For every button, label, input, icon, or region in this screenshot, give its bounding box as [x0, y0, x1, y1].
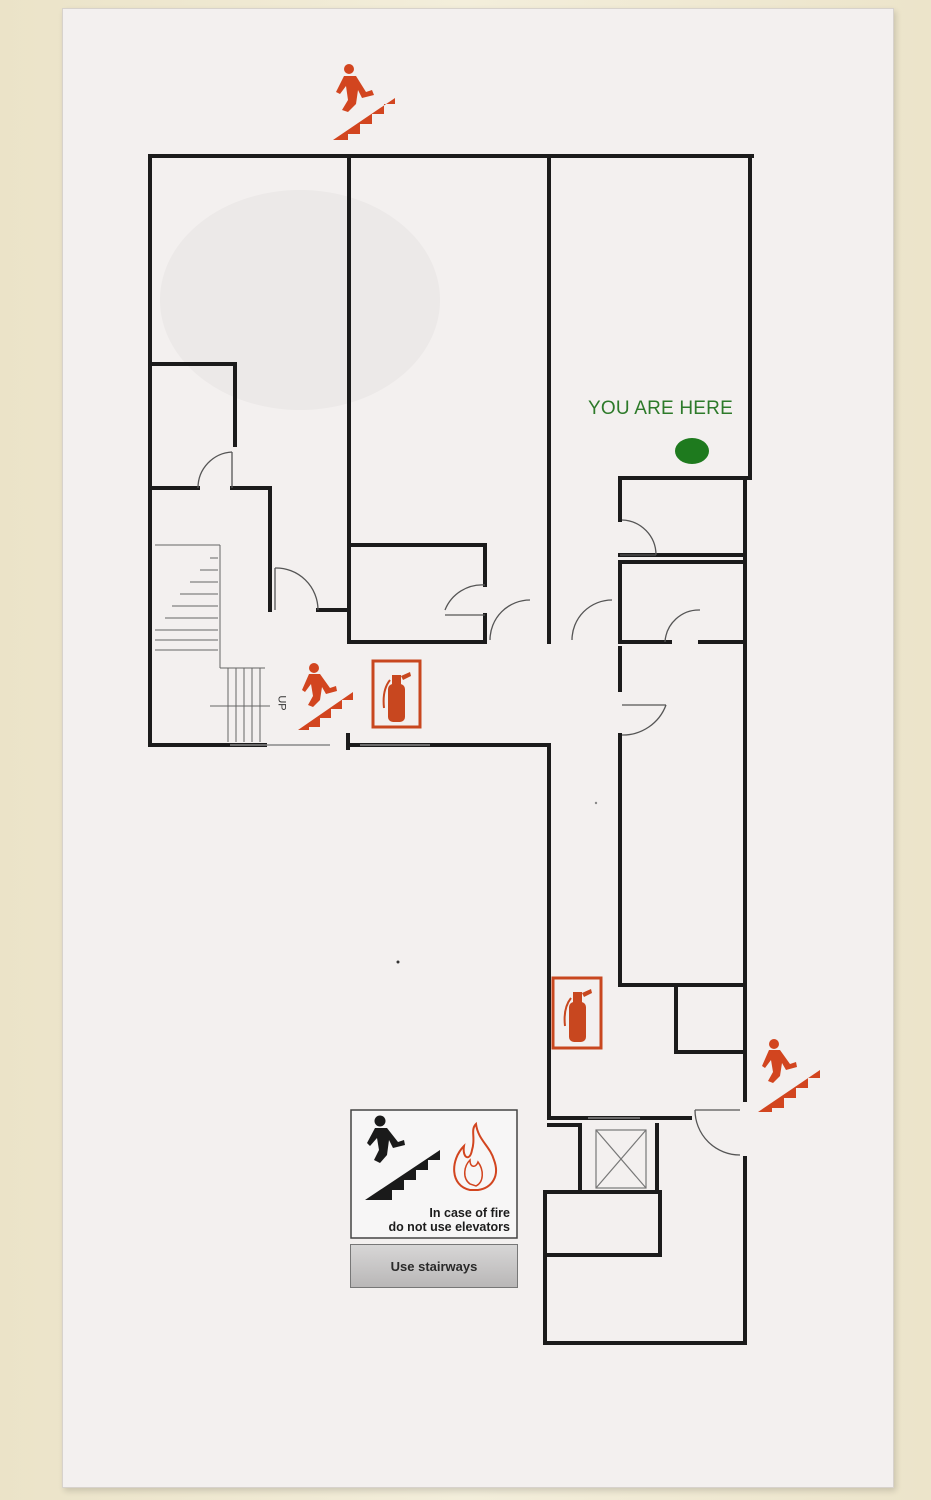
walls [148, 154, 754, 1345]
emergency-exit-icon [333, 64, 395, 140]
fire-extinguisher-icon [551, 976, 603, 1050]
door-swings [197, 451, 741, 1156]
fire-warning-sign [350, 1109, 518, 1239]
emergency-exit-icon [298, 663, 353, 730]
fire-warning-text: In case of fire do not use elevators [352, 1206, 510, 1234]
elevator [595, 1129, 647, 1189]
staircase [155, 544, 270, 742]
you-are-here-label: YOU ARE HERE [588, 398, 733, 419]
windows [230, 744, 640, 1119]
emergency-exit-icon [758, 1039, 820, 1112]
stair-up-label: UP [275, 695, 288, 711]
fire-extinguisher-icon [371, 659, 422, 729]
fire-flame-icon [453, 1121, 497, 1191]
warning-line-1: In case of fire [429, 1206, 510, 1220]
use-stairways-label: Use stairways [390, 1258, 478, 1274]
warning-line-2: do not use elevators [388, 1220, 510, 1234]
use-stairways-plate: Use stairways [350, 1244, 518, 1288]
you-are-here-marker [675, 438, 709, 464]
